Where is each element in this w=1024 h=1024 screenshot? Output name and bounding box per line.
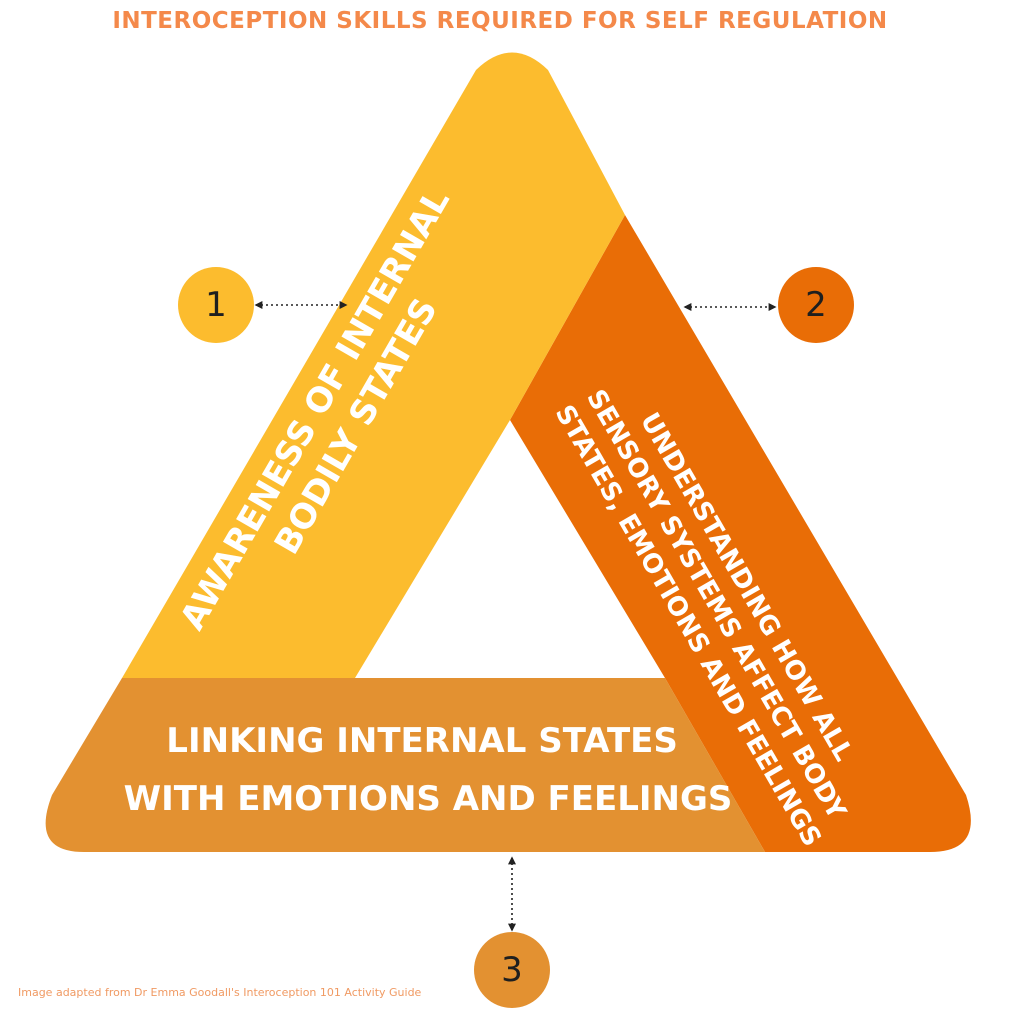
marker-3-circle [474,932,550,1008]
bottom-side-band [45,678,765,852]
right-side-band [510,215,971,852]
marker-2-circle [778,267,854,343]
image-credit: Image adapted from Dr Emma Goodall's Int… [18,986,422,999]
bottom-side-label: LINKING INTERNAL STATES WITH EMOTIONS AN… [124,721,733,819]
marker-2: 2 [683,267,854,343]
marker-2-number: 2 [805,285,827,325]
left-side-band [122,52,625,678]
marker-1-circle [178,267,254,343]
marker-1-number: 1 [205,285,227,325]
marker-3: 3 [474,856,550,1008]
marker-1: 1 [178,267,348,343]
diagram-title: INTEROCEPTION SKILLS REQUIRED FOR SELF R… [112,8,888,34]
marker-3-number: 3 [501,950,523,990]
